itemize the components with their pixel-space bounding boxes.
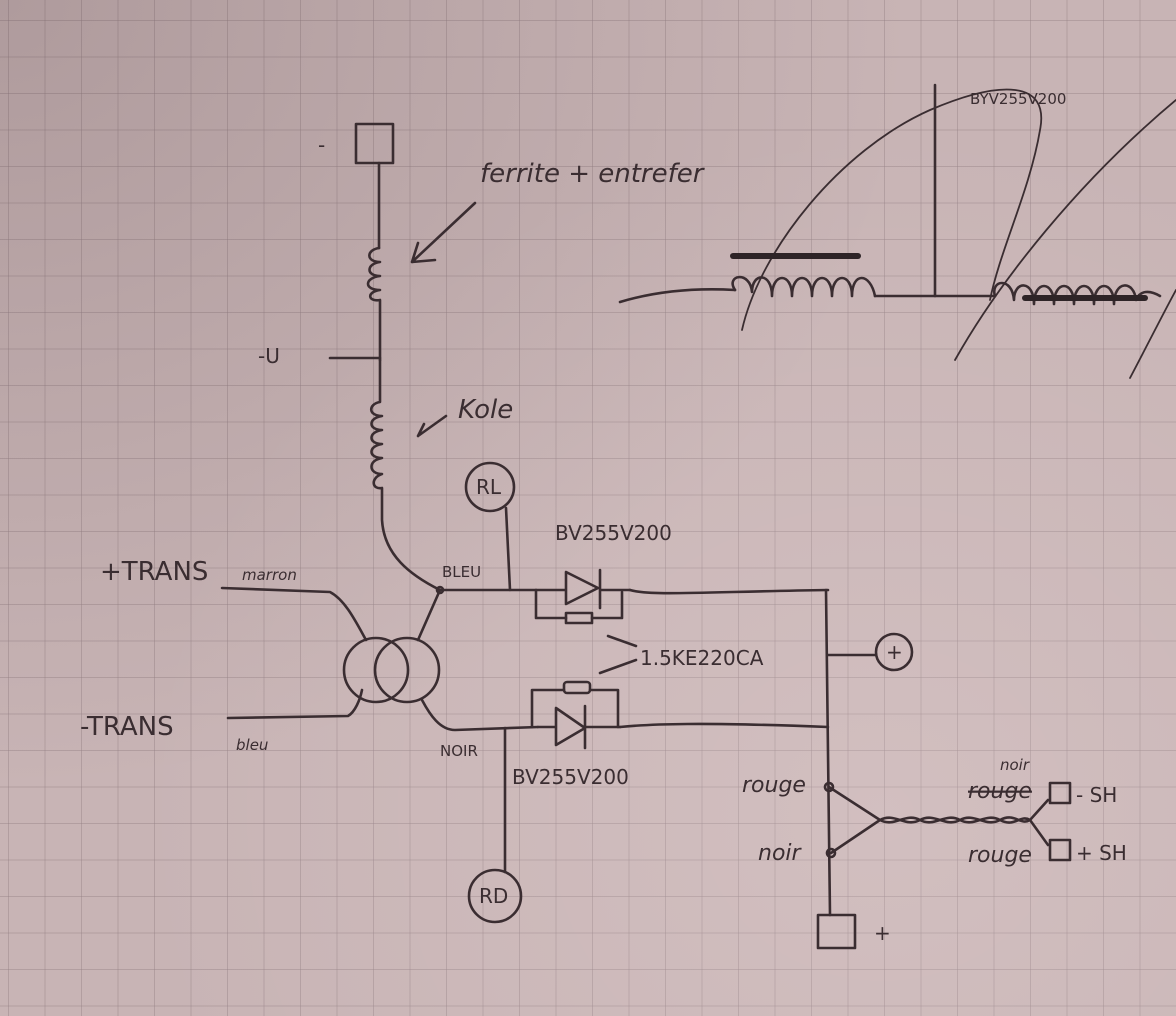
ferrite-arrow xyxy=(410,201,477,264)
top-diode-label: BV255V200 xyxy=(555,521,672,545)
transformer-top-wire xyxy=(416,588,442,642)
tvs-leader xyxy=(598,634,638,675)
rouge-left-label: rouge xyxy=(742,773,806,798)
rouge-node xyxy=(823,781,835,793)
minus-u-label: -U xyxy=(258,344,280,368)
bottom-diode xyxy=(530,680,622,750)
plus-trans-wire xyxy=(220,586,368,642)
minus-trans-label: -TRANS xyxy=(80,712,174,742)
plus-sh-terminal xyxy=(1048,838,1072,862)
air-coil xyxy=(369,358,442,592)
bottom-rail xyxy=(618,722,830,729)
top-terminal-label: - xyxy=(318,133,325,157)
struck-word: rouge xyxy=(968,779,1032,804)
twisted-pair xyxy=(827,785,1050,855)
marron-label: marron xyxy=(242,566,297,584)
ferrite-note: ferrite + entrefer xyxy=(480,159,706,189)
rl-circle xyxy=(464,461,516,513)
plus-output-label: + xyxy=(886,640,903,664)
top-diode xyxy=(534,568,632,625)
top-terminal xyxy=(354,122,395,165)
bottom-terminal xyxy=(816,913,857,950)
minus-sh-terminal xyxy=(1048,781,1072,805)
noir-left-label: noir xyxy=(758,841,803,866)
kole-note: Kole xyxy=(458,395,513,425)
plus-output-circle xyxy=(874,632,914,672)
sketch-label: BYV255V200 xyxy=(970,90,1066,108)
rd-circle xyxy=(467,868,523,924)
coil-sketch xyxy=(618,83,1176,379)
rouge-right-label: rouge xyxy=(968,843,1032,868)
kole-arrow xyxy=(416,414,448,438)
ferrite-coil xyxy=(366,246,382,362)
rl-label: RL xyxy=(476,475,502,499)
plus-sh-label: + SH xyxy=(1076,841,1127,865)
bottom-diode-label: BV255V200 xyxy=(512,765,629,789)
rl-lead xyxy=(504,506,512,592)
plus-trans-label: +TRANS xyxy=(100,557,208,587)
minus-trans-wire xyxy=(226,688,364,720)
tvs-label: 1.5KE220CA xyxy=(640,646,764,670)
minus-sh-label: - SH xyxy=(1076,783,1117,807)
bleu-caps-label: BLEU xyxy=(442,563,481,581)
right-bus xyxy=(824,588,832,917)
top-rail xyxy=(628,588,830,595)
transformer-bottom-wire xyxy=(420,698,540,732)
transformer xyxy=(342,636,441,704)
noir-right-label: noir xyxy=(1000,756,1030,774)
bottom-terminal-label: + xyxy=(874,921,891,945)
noir-node xyxy=(825,847,837,859)
bleu-label: bleu xyxy=(236,736,268,754)
rd-label: RD xyxy=(479,884,508,908)
noir-caps-label: NOIR xyxy=(440,742,478,760)
